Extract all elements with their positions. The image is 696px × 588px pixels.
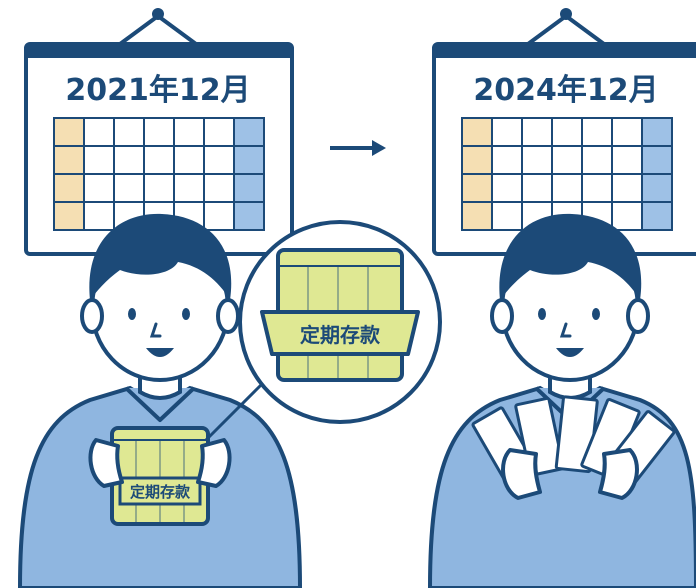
bankbook-small: 定期存款 (110, 426, 210, 526)
arrow-right-icon (330, 140, 386, 156)
calendar-before: 2021年12月 (24, 8, 294, 256)
person-before: 定期存款 (17, 213, 303, 588)
calendar-after-grid (461, 117, 673, 231)
calendar-before-grid (53, 117, 265, 231)
person-after (427, 213, 696, 588)
calendar-before-title: 2021年12月 (65, 73, 250, 108)
bankbook-large: 定期存款 (260, 248, 420, 382)
zoom-callout: 定期存款 (204, 220, 442, 442)
calendar-after-title: 2024年12月 (473, 73, 658, 108)
calendar-after: 2024年12月 (432, 8, 696, 256)
bankbook-small-label: 定期存款 (130, 483, 191, 501)
bankbook-large-label: 定期存款 (300, 323, 381, 347)
